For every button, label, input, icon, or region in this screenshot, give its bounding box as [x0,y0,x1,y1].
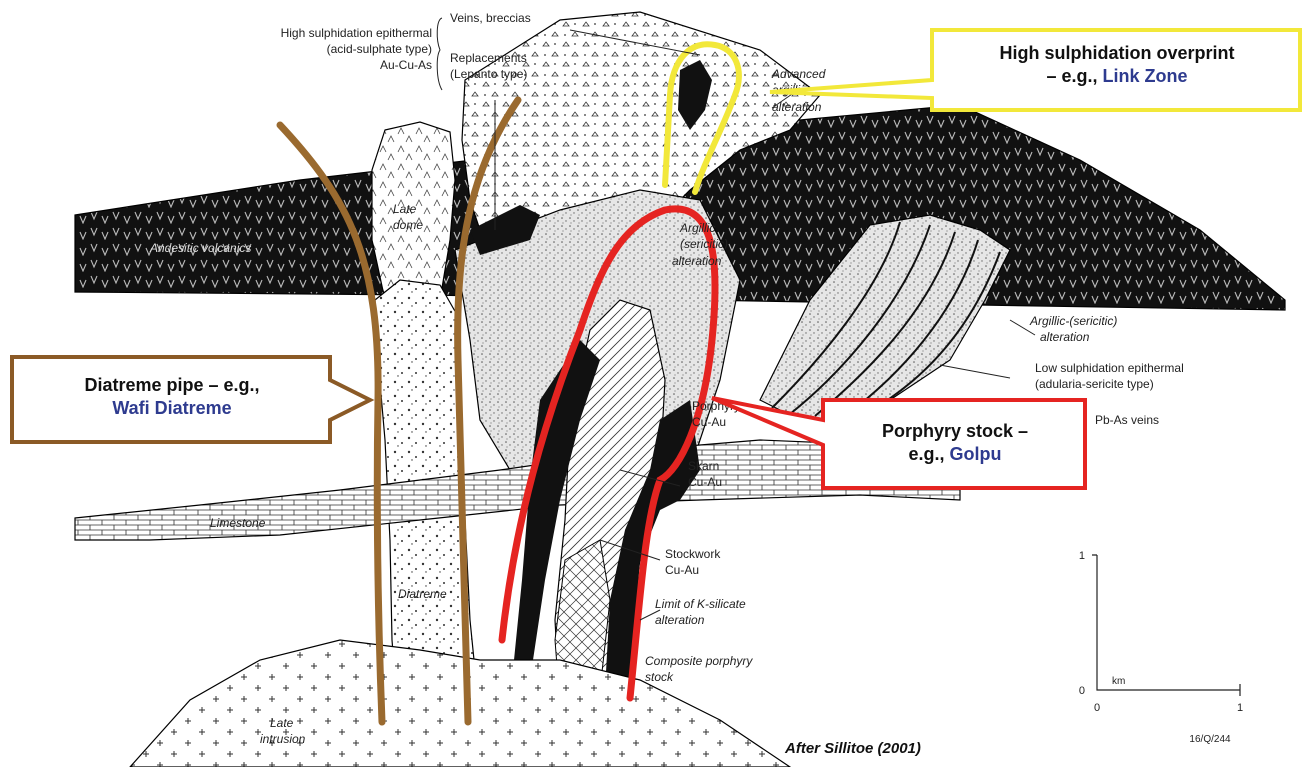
callout-link-zone-text: High sulphidation overprint – e.g., Link… [936,42,1298,89]
label-argillic-center-2: (sericitic) [680,237,728,251]
label-limestone: Limestone [210,516,266,530]
label-limit-ksilicate-2: alteration [655,613,705,627]
scale-tick-1b: 1 [1237,702,1243,714]
label-skarn-1: Skarn [688,459,719,473]
scale-bar: 1 0 0 1 km 16/Q/244 [1079,550,1243,745]
callout-link-zone-prefix: – e.g., [1046,66,1102,86]
label-andesitic: Andesitic volcanics [149,241,251,255]
scale-tick-0b: 0 [1094,702,1100,714]
label-argillic-center-1: Argillic [679,221,715,235]
label-skarn-2: Cu-Au [688,475,722,489]
callout-diatreme-text: Diatreme pipe – e.g., Wafi Diatreme [16,374,328,421]
label-low-sulph-1: Low sulphidation epithermal [1035,361,1184,375]
label-late-intrusion-1: Late [270,716,294,730]
label-stockwork-2: Cu-Au [665,563,699,577]
scale-tick-0: 0 [1079,685,1085,697]
label-hs-epithermal-3: Au-Cu-As [380,58,432,72]
label-bracket [437,18,442,90]
scale-unit: km [1112,676,1125,687]
label-argillic-right-1: Argillic-(sericitic) [1029,314,1117,328]
label-argillic-right-2: alteration [1040,330,1090,344]
golpu-highlight: Golpu [950,444,1002,464]
callout-golpu-line1: Porphyry stock – [826,420,1084,443]
figure-code: 16/Q/244 [1189,734,1231,745]
label-diatreme: Diatreme [398,587,447,601]
callout-diatreme-line1: Diatreme pipe – e.g., [16,374,328,397]
label-late-intrusion-2: intrusion [260,732,306,746]
callout-golpu-prefix: e.g., [908,444,949,464]
attribution: After Sillitoe (2001) [784,740,921,757]
callout-golpu-line2: e.g., Golpu [826,443,1084,466]
label-porphyry-2: Cu-Au [692,415,726,429]
label-hs-epithermal-1: High sulphidation epithermal [281,26,432,40]
label-stockwork-1: Stockwork [665,547,721,561]
callout-golpu-text: Porphyry stock – e.g., Golpu [826,420,1084,467]
scale-tick-1: 1 [1079,550,1085,562]
label-composite-1: Composite porphyry [645,654,753,668]
label-advanced-1: Advanced [771,67,826,81]
label-veins-breccias: Veins, breccias [450,11,531,25]
label-low-sulph-3: Pb-As veins [1095,413,1159,427]
callout-link-zone-line2: – e.g., Link Zone [936,65,1298,88]
label-argillic-center-3: alteration [672,254,722,268]
label-replacements-2: (Lepanto type) [450,67,527,81]
wafi-diatreme-highlight: Wafi Diatreme [16,397,328,420]
label-composite-2: stock [645,670,674,684]
label-late-dome-2: dome [393,218,423,232]
link-zone-highlight: Link Zone [1103,66,1188,86]
label-low-sulph-2: (adularia-sericite type) [1035,377,1154,391]
callout-link-zone-line1: High sulphidation overprint [936,42,1298,65]
label-hs-epithermal-2: (acid-sulphate type) [327,42,432,56]
label-limit-ksilicate-1: Limit of K-silicate [655,597,746,611]
label-late-dome-1: Late [393,202,417,216]
label-replacements-1: Replacements [450,51,527,65]
label-advanced-3: alteration [772,100,822,114]
